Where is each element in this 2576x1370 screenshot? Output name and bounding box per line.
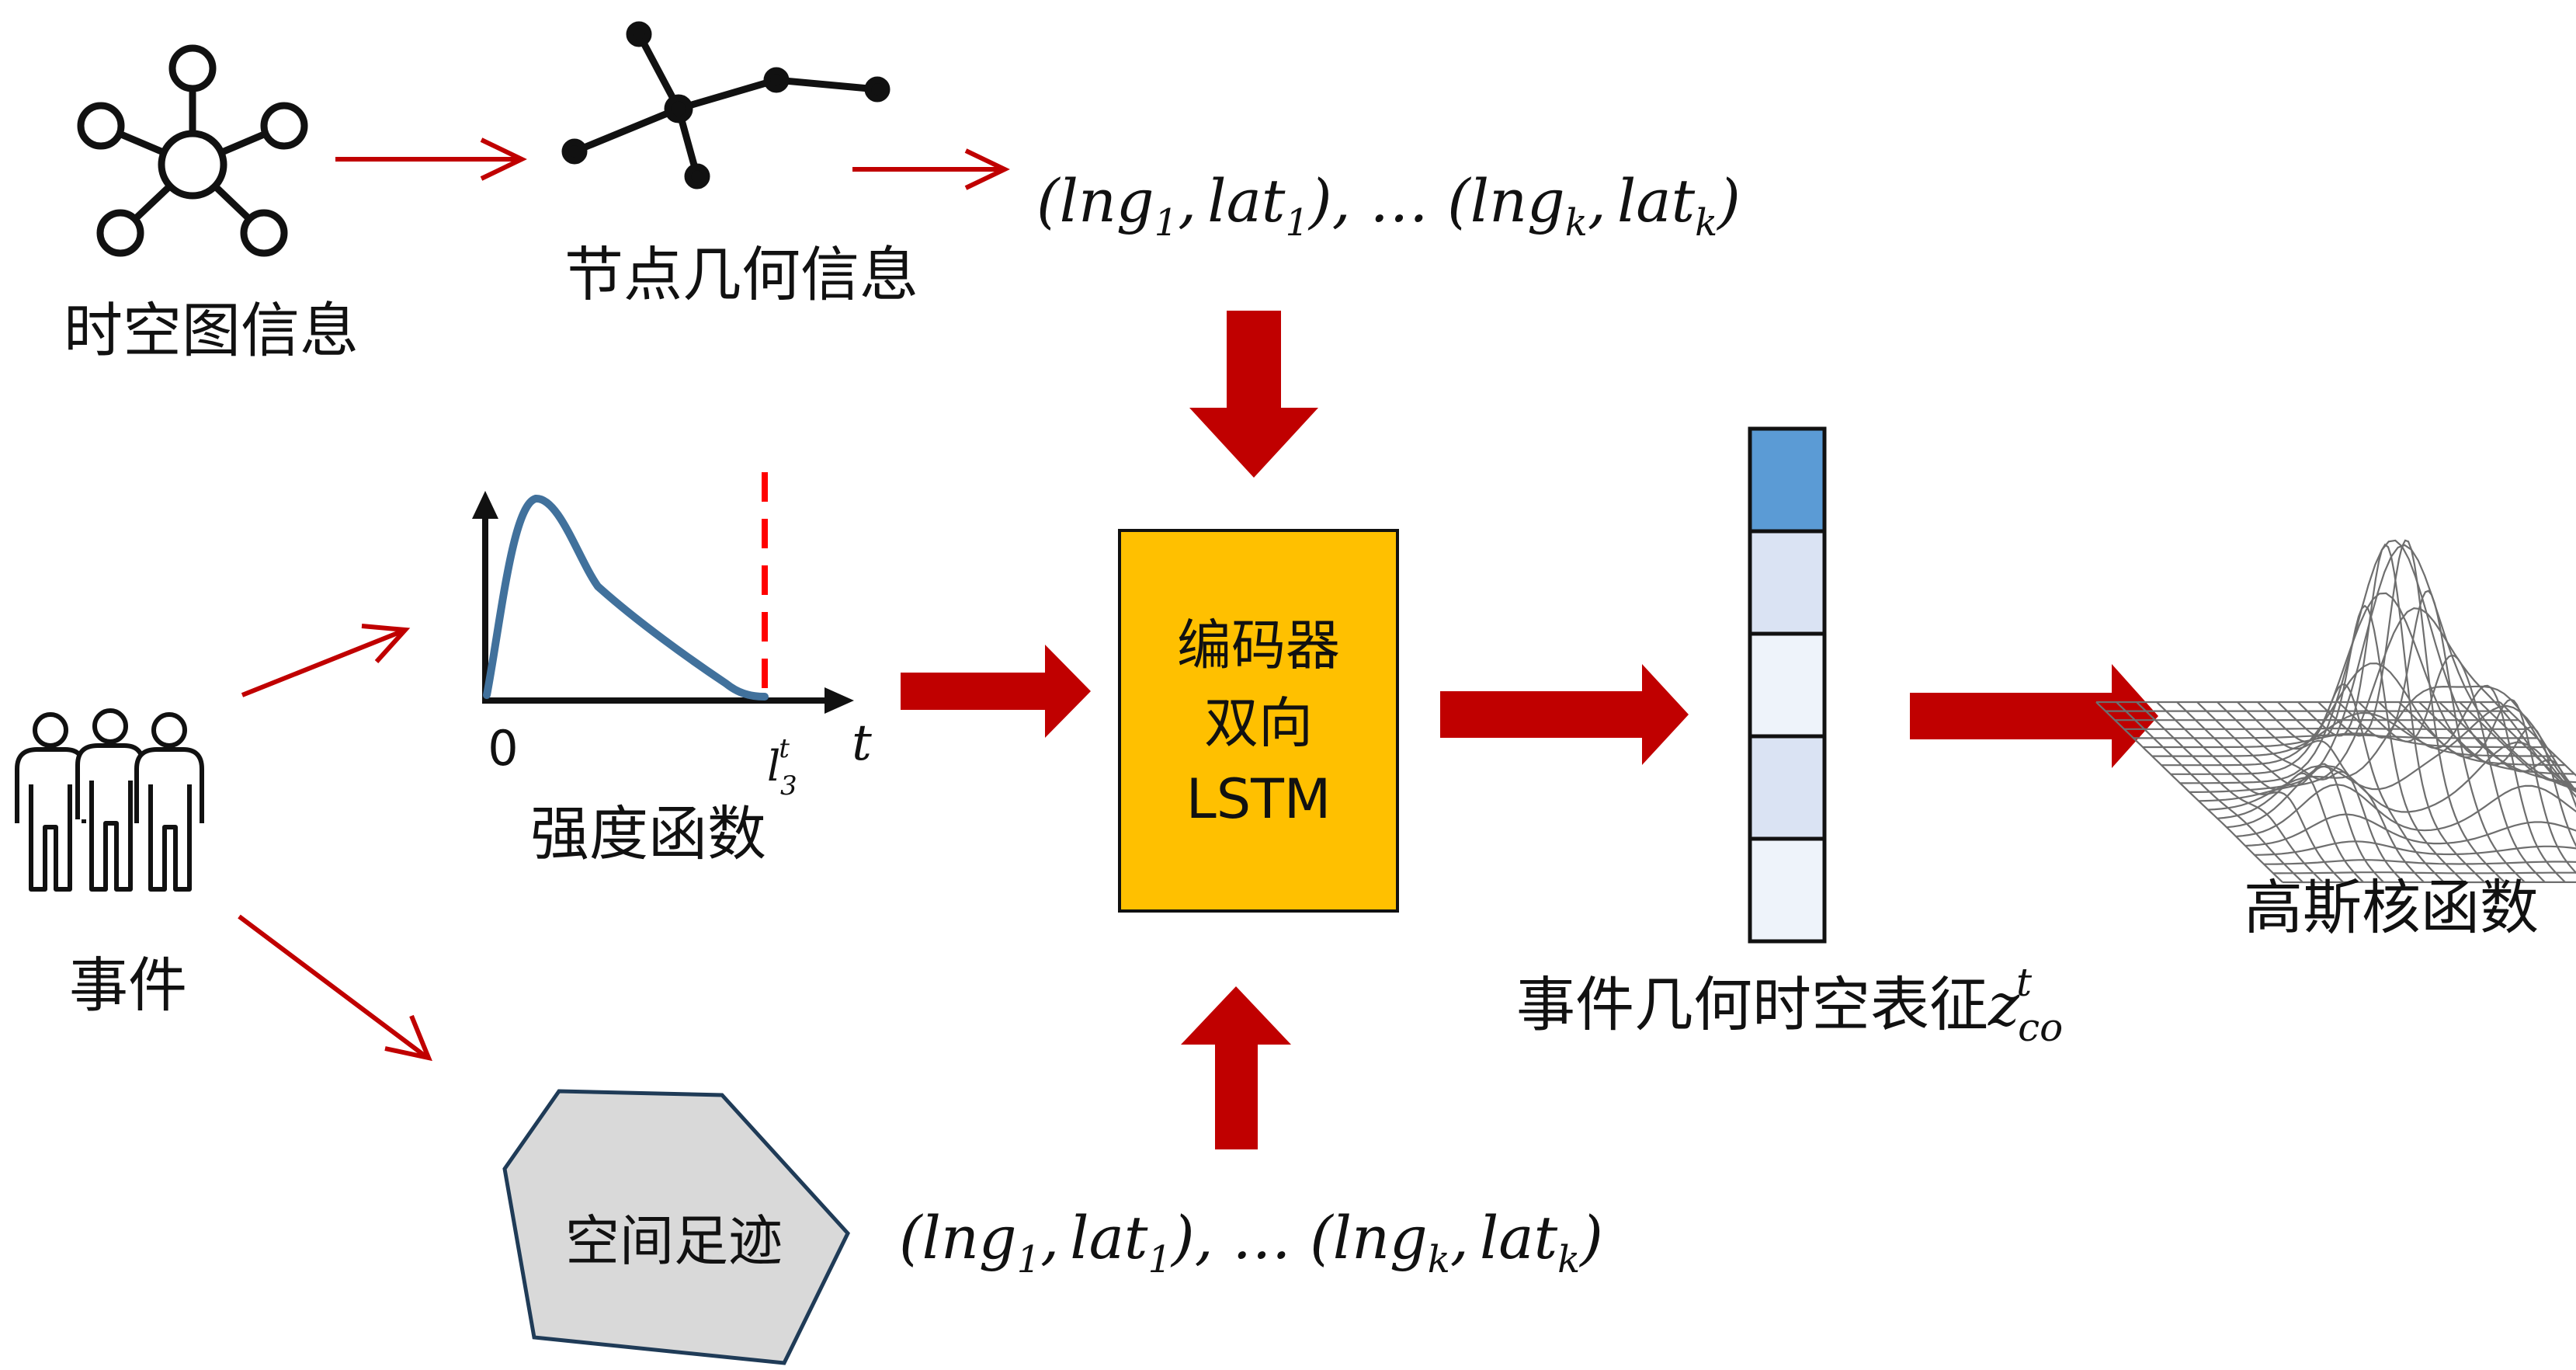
gaussian-wire-line bbox=[2479, 701, 2576, 791]
gaussian-wire-line bbox=[2273, 871, 2576, 875]
representation-vector bbox=[1748, 426, 1827, 944]
event-label: 事件 bbox=[69, 951, 187, 1020]
gaussian-wire-line bbox=[2217, 704, 2576, 819]
plot-y-axis-arrowhead bbox=[472, 491, 498, 519]
plot-origin-label: 0 bbox=[488, 720, 518, 777]
gaussian-wire-line bbox=[2439, 701, 2576, 808]
vector-cell bbox=[1748, 631, 1827, 739]
gaussian-wire-line bbox=[2398, 698, 2576, 875]
gaussian-kernel-label: 高斯核函数 bbox=[2244, 873, 2539, 942]
gaussian-wire-line bbox=[2189, 544, 2576, 793]
gaussian-wire-line bbox=[2244, 813, 2576, 847]
gaussian-kernel-surface-icon bbox=[2095, 539, 2576, 884]
thick-arrow-up-to-encoder bbox=[1181, 986, 1291, 1149]
gaussian-wire-line bbox=[2499, 701, 2576, 777]
vector-cell bbox=[1748, 734, 1827, 841]
thick-arrow-down-to-encoder bbox=[1189, 311, 1318, 478]
top-coordinate-sequence: (lng1,lat1), … (lngk,latk) bbox=[1036, 166, 1741, 245]
gaussian-wire-line bbox=[2264, 859, 2576, 865]
gaussian-wire-line bbox=[2459, 701, 2576, 792]
encoder-label-line1: 编码器 bbox=[1177, 614, 1340, 677]
gaussian-wire-line bbox=[2235, 784, 2576, 838]
intensity-label: 强度函数 bbox=[530, 799, 766, 868]
encoder-box bbox=[1118, 529, 1399, 913]
encoder-label-line3: LSTM bbox=[1186, 767, 1331, 831]
people-icon bbox=[15, 708, 204, 892]
node-geometry-label: 节点几何信息 bbox=[564, 240, 918, 309]
thin-arrow-event-to-footprint bbox=[238, 914, 432, 1062]
vector-cell bbox=[1748, 836, 1827, 944]
thin-arrow-node-to-coords bbox=[852, 148, 1010, 190]
vector-cell bbox=[1748, 426, 1827, 534]
thin-arrow-graph-to-node bbox=[335, 137, 527, 181]
plot-x-axis-arrowhead bbox=[825, 687, 854, 714]
encoder-label-line2: 双向 bbox=[1204, 691, 1313, 755]
gaussian-wire-line bbox=[2198, 607, 2576, 802]
thick-arrow-intensity-to-encoder bbox=[901, 645, 1091, 738]
plot-axis-variable: t bbox=[852, 715, 872, 772]
gaussian-wire-line bbox=[2317, 539, 2505, 883]
gaussian-wire-line bbox=[2378, 684, 2566, 883]
graph-info-label: 时空图信息 bbox=[64, 296, 359, 365]
spatial-footprint-label: 空间足迹 bbox=[565, 1209, 783, 1273]
spatial-footprint-shape bbox=[502, 1089, 850, 1365]
thick-arrow-encoder-to-representation bbox=[1440, 664, 1689, 765]
vector-cell bbox=[1748, 529, 1827, 636]
thick-arrow-representation-to-gaussian bbox=[1910, 664, 2158, 768]
node-geometry-icon bbox=[561, 21, 890, 190]
thin-arrow-event-to-intensity bbox=[241, 624, 411, 697]
graph-network-icon bbox=[77, 44, 308, 257]
intensity-plot bbox=[472, 472, 854, 714]
intensity-curve bbox=[483, 495, 769, 701]
gaussian-wire-line bbox=[2418, 701, 2576, 848]
bottom-coordinate-sequence: (lng1,lat1), … (lngk,latk) bbox=[899, 1203, 1603, 1281]
gaussian-wire-line bbox=[2226, 741, 2576, 829]
gaussian-wire-line bbox=[2254, 840, 2576, 856]
gaussian-wire-line bbox=[2358, 654, 2546, 883]
gaussian-wire-line bbox=[2338, 589, 2526, 883]
